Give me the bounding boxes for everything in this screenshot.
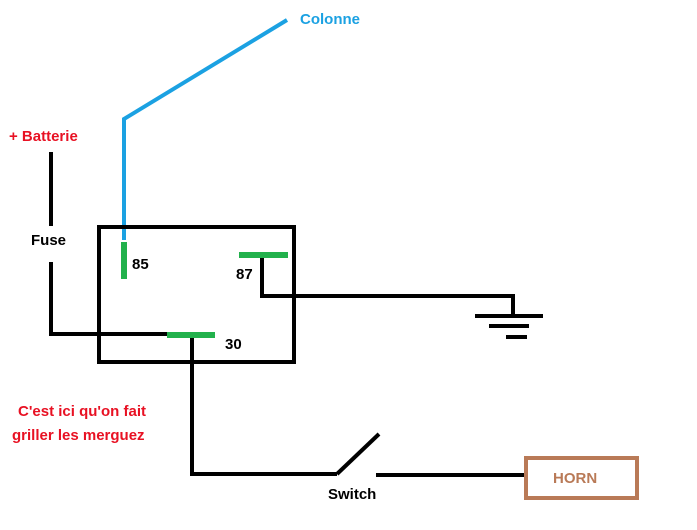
fuse-label: Fuse: [31, 232, 66, 249]
note-line-1: C'est ici qu'on fait: [18, 403, 146, 420]
note-line-2: griller les merguez: [12, 427, 145, 444]
colonne-label: Colonne: [300, 11, 360, 28]
pin30-switch-wire: [190, 337, 337, 476]
pin85-label: 85: [132, 256, 149, 273]
fuse-to-relay-wire: [49, 262, 170, 336]
horn-box: [524, 456, 639, 500]
pin87-ground-wire: [260, 255, 515, 316]
battery-label: + Batterie: [9, 128, 78, 145]
pin87-label: 87: [236, 266, 253, 283]
horn-label: HORN: [553, 470, 597, 487]
switch-label: Switch: [328, 486, 376, 503]
pin30-label: 30: [225, 336, 242, 353]
switch-lever-icon: [335, 432, 381, 476]
colonne-wire: [122, 18, 289, 240]
ground-icon: [475, 314, 543, 339]
